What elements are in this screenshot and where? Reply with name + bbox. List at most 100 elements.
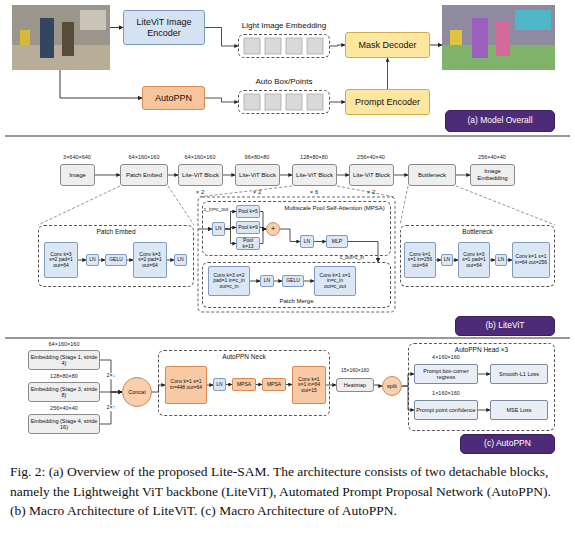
layer-box: LN xyxy=(174,254,187,266)
group-box: Auto Box/Points xyxy=(238,90,330,114)
decoder-box: Prompt Encoder xyxy=(345,89,430,115)
node-text: LN xyxy=(176,257,184,263)
flow-arrow xyxy=(280,175,292,176)
process-box: Embedding (Stage 4, stride 16) xyxy=(28,414,100,434)
flow-wire xyxy=(110,27,123,28)
flow-arrow xyxy=(274,281,282,282)
photo-shelf xyxy=(80,10,106,30)
dimension-label: × 2 xyxy=(367,189,376,195)
flow-arrow xyxy=(223,175,235,176)
node-text: AutoPPN Head ×3 xyxy=(409,346,554,353)
photo-bg xyxy=(12,5,110,70)
layer-box: LN xyxy=(300,235,314,248)
dimension-label: 64×160×160 xyxy=(49,342,80,348)
node-text: Embedding (Stage 3, stride 8) xyxy=(29,386,99,398)
flow-arrow xyxy=(453,260,458,261)
layer-box: LN xyxy=(495,254,507,266)
dimension-label: × 6 xyxy=(310,189,319,195)
process-box: Lite-ViT Block xyxy=(235,164,280,186)
node-text: Lite-ViT Block xyxy=(295,172,334,179)
dimension-label: × 2 xyxy=(196,189,205,195)
group-box: Light Image Embedding xyxy=(238,34,330,58)
dimension-label: 128×80×80 xyxy=(50,374,78,380)
operator-circle: split xyxy=(382,376,402,396)
node-text: Prompt Encoder xyxy=(354,97,421,107)
group-box: AutoPPN Head ×3Prompt box-corner regress… xyxy=(408,343,555,431)
zoom-leader xyxy=(400,186,408,225)
flow-arrow xyxy=(250,281,260,282)
flow-arrow xyxy=(402,374,414,386)
layer-box: Conv k=1 s=1 in=c_in out=c_out xyxy=(314,266,356,296)
node-text: Conv k=3 s=2 pad=1 in=c_in out=c_in xyxy=(209,273,249,290)
edge-label: 2×↓ xyxy=(105,373,116,379)
node-text: (b) LiteViT xyxy=(484,321,525,331)
node-text: Concat xyxy=(127,389,146,395)
process-box: Image Embedding xyxy=(470,164,515,186)
encoder-box: LiteViT Image Encoder xyxy=(123,10,205,45)
node-text: Light Image Embedding xyxy=(219,22,349,31)
node-text: Multiscale Pool Self-Attention (MPSA) xyxy=(283,205,386,212)
photo-bg xyxy=(442,5,555,70)
token-square xyxy=(244,94,260,110)
dimension-label: 64×160×160 xyxy=(129,155,160,161)
process-box: Lite-ViT Block xyxy=(349,164,394,186)
flow-arrow xyxy=(260,229,266,244)
node-text: MPSA xyxy=(266,382,282,388)
layer-box: Pool k=9 xyxy=(236,221,260,234)
token-square xyxy=(286,38,302,54)
dimension-label: × 2 xyxy=(253,189,262,195)
flow-arrow xyxy=(225,229,236,244)
node-text: Patch Embed xyxy=(39,228,193,235)
zoom-leaders xyxy=(38,186,555,225)
node-text: Conv k=1 s=1 in=448 out=64 xyxy=(166,379,206,390)
process-box: Embedding (Stage 1, stride 4) xyxy=(28,350,100,370)
flow-arrow xyxy=(374,385,382,386)
node-text: Lite-ViT Block xyxy=(181,172,220,179)
flow-arrow xyxy=(478,374,490,375)
flow-wire xyxy=(60,70,142,98)
node-text: + xyxy=(270,225,277,234)
flow-arrow xyxy=(99,260,105,261)
zoom-leader xyxy=(168,186,194,225)
node-text: GELU xyxy=(108,257,124,263)
token-square xyxy=(307,94,323,110)
layer-box: MLP xyxy=(326,235,348,248)
layer-box: MPSA xyxy=(232,378,256,391)
node-text: LN xyxy=(215,382,223,388)
process-box: Bottleneck xyxy=(408,164,456,186)
node-text: (c) AutoPPN xyxy=(483,439,532,449)
panel-tag: (b) LiteViT xyxy=(455,316,555,336)
flow-arrow xyxy=(286,384,292,385)
panel-divider xyxy=(5,338,570,339)
node-text: (a) Model Overall xyxy=(466,116,533,126)
node-text: Conv k=3 s=2 pad=1 out=64 xyxy=(45,252,77,269)
token-square xyxy=(265,94,281,110)
dimension-label: 256×40×40 xyxy=(357,155,385,161)
group-box: Patch MergeConv k=3 s=2 pad=1 in=c_in ou… xyxy=(202,262,391,308)
dimension-label: 128×80×80 xyxy=(300,155,328,161)
photo-person xyxy=(40,18,54,58)
process-box: Lite-ViT Block xyxy=(292,164,337,186)
flow-arrow xyxy=(256,384,262,385)
flow-arrow xyxy=(127,260,133,261)
photo-person xyxy=(62,22,74,56)
node-text: AutoPPN xyxy=(154,93,193,103)
zoom-leader xyxy=(198,186,292,197)
flow-arrow xyxy=(394,175,408,176)
photo-object xyxy=(20,30,30,45)
token-square xyxy=(286,94,302,110)
node-text: Heatmap xyxy=(343,382,367,388)
node-text: LN xyxy=(263,278,271,284)
layer-box: Conv k=3 s=1 pad=1 out=64 xyxy=(458,242,490,278)
dimension-label: 256×40×40 xyxy=(478,155,506,161)
zoom-leader xyxy=(337,186,395,197)
node-text: LiteViT Image Encoder xyxy=(124,17,204,37)
flow-arrow xyxy=(226,384,232,385)
zoom-leader xyxy=(38,186,120,225)
layer-box: Conv k=3 s=2 pad=1 out=64 xyxy=(133,242,167,278)
node-text: MPSA xyxy=(236,382,252,388)
process-box: Image xyxy=(60,164,95,186)
layer-box: Conv k=1 s=1 in=256 out=64 xyxy=(404,242,436,278)
